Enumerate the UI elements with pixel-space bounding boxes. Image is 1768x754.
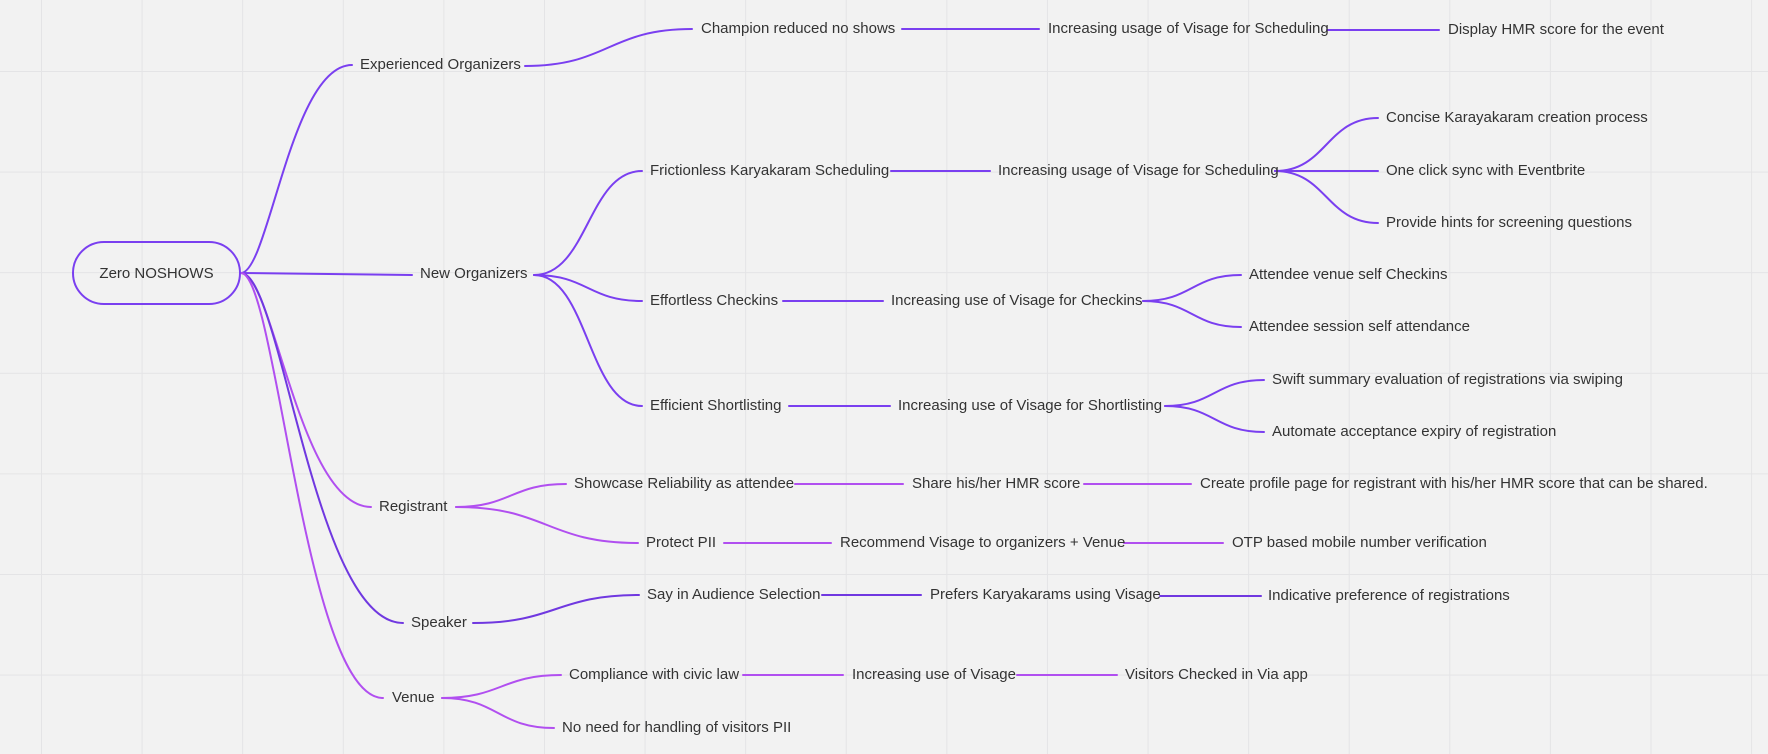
connector-line: [455, 506, 639, 544]
mindmap-node-ven-a[interactable]: Compliance with civic law: [569, 666, 740, 683]
mindmap-node-new-b1[interactable]: Increasing use of Visage for Checkins: [891, 292, 1143, 309]
mindmap-node-ven-a1[interactable]: Increasing use of Visage: [852, 666, 1016, 683]
connector-line: [455, 483, 567, 508]
mindmap-node-reg-b[interactable]: Protect PII: [646, 534, 717, 551]
connector-line: [533, 274, 643, 407]
root-node-zero-noshows[interactable]: Zero NOSHOWS: [72, 241, 241, 305]
mindmap-node-new-c1[interactable]: Increasing use of Visage for Shortlistin…: [898, 397, 1163, 414]
mindmap-node-spk-a1[interactable]: Prefers Karyakarams using Visage: [930, 586, 1161, 603]
connector-line: [240, 272, 413, 276]
mindmap-node-new[interactable]: New Organizers: [420, 265, 528, 282]
mindmap-node-new-a1-1[interactable]: Concise Karayakaram creation process: [1386, 109, 1648, 126]
mindmap-node-spk-a[interactable]: Say in Audience Selection: [647, 586, 821, 603]
mindmap-node-new-a1[interactable]: Increasing usage of Visage for Schedulin…: [998, 162, 1279, 179]
connector-line: [1142, 274, 1242, 302]
mindmap-node-venue[interactable]: Venue: [392, 689, 435, 706]
connector-line: [1142, 300, 1242, 328]
mindmap-node-new-c[interactable]: Efficient Shortlisting: [650, 397, 782, 414]
connector-line: [1164, 379, 1265, 407]
mindmap-node-reg-a[interactable]: Showcase Reliability as attendee: [574, 475, 795, 492]
root-node-label: Zero NOSHOWS: [99, 264, 214, 282]
mindmap-node-new-b1-2[interactable]: Attendee session self attendance: [1249, 318, 1470, 335]
connector-line: [240, 64, 353, 274]
mindmap-node-new-b1-1[interactable]: Attendee venue self Checkins: [1249, 266, 1448, 283]
connector-line: [1164, 405, 1265, 433]
connector-line: [441, 697, 555, 729]
connector-line: [533, 170, 643, 276]
connector-line: [1274, 117, 1379, 172]
mindmap-node-exp-2[interactable]: Increasing usage of Visage for Schedulin…: [1048, 20, 1329, 37]
connector-line: [240, 272, 372, 508]
connector-line: [472, 594, 640, 624]
mindmap-node-reg-b1[interactable]: Recommend Visage to organizers + Venue: [840, 534, 1126, 551]
mindmap-node-experienced[interactable]: Experienced Organizers: [360, 56, 521, 73]
mindmap-node-new-b[interactable]: Effortless Checkins: [650, 292, 779, 309]
mindmap-node-exp-1[interactable]: Champion reduced no shows: [701, 20, 896, 37]
mindmap-node-ven-a2[interactable]: Visitors Checked in Via app: [1125, 666, 1308, 683]
mindmap-node-reg-b2[interactable]: OTP based mobile number verification: [1232, 534, 1487, 551]
mindmap-node-new-a1-3[interactable]: Provide hints for screening questions: [1386, 214, 1632, 231]
mindmap-node-exp-3[interactable]: Display HMR score for the event: [1448, 21, 1664, 38]
mindmap-node-new-c1-1[interactable]: Swift summary evaluation of registration…: [1272, 371, 1623, 388]
connector-line: [441, 674, 562, 699]
mindmap-node-registrant[interactable]: Registrant: [379, 498, 448, 515]
mindmap-node-new-a[interactable]: Frictionless Karyakaram Scheduling: [650, 162, 890, 179]
mindmap-node-new-a1-2[interactable]: One click sync with Eventbrite: [1386, 162, 1586, 179]
connector-line: [1274, 170, 1379, 224]
mindmap-node-speaker[interactable]: Speaker: [411, 614, 467, 631]
connector-line: [240, 272, 404, 624]
connector-line: [240, 272, 384, 699]
mindmap-node-reg-a2[interactable]: Create profile page for registrant with …: [1200, 475, 1708, 492]
connector-line: [524, 28, 693, 67]
mindmap-node-new-c1-2[interactable]: Automate acceptance expiry of registrati…: [1272, 423, 1557, 440]
connector-line: [533, 274, 643, 302]
mindmap-node-spk-a2[interactable]: Indicative preference of registrations: [1268, 587, 1510, 604]
mindmap-node-reg-a1[interactable]: Share his/her HMR score: [912, 475, 1081, 492]
mindmap-node-ven-b[interactable]: No need for handling of visitors PII: [562, 719, 792, 736]
